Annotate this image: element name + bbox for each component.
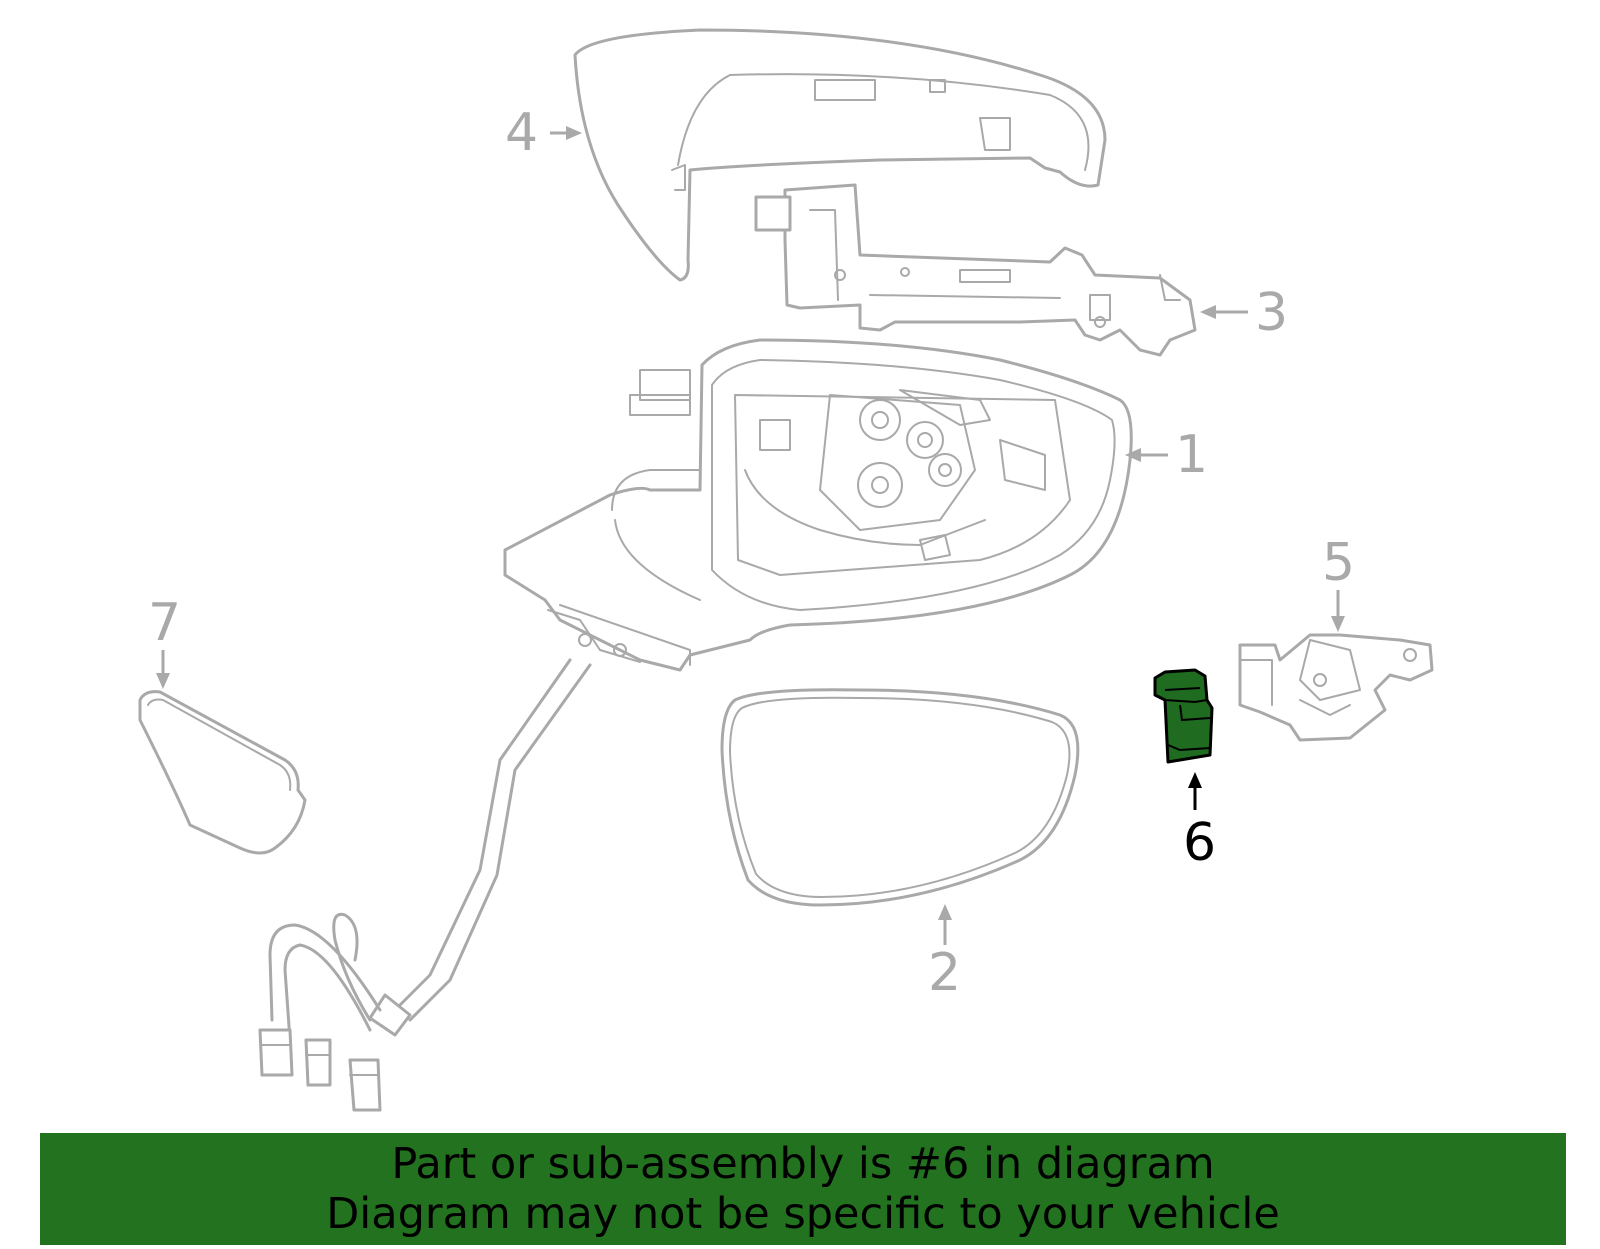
part-3-bracket xyxy=(754,183,1197,357)
info-banner: Part or sub-assembly is #6 in diagram Di… xyxy=(40,1133,1566,1245)
part-4-mirror-cover xyxy=(573,28,1107,282)
part-7-cover xyxy=(138,690,307,855)
callout-label-6: 6 xyxy=(1183,813,1216,873)
callout-label-7: 7 xyxy=(148,593,181,653)
callout-label-1: 1 xyxy=(1175,425,1208,485)
part-6-highlighted xyxy=(1153,668,1214,764)
callout-2: 2 xyxy=(928,904,961,1003)
part-1-mirror-housing xyxy=(503,338,1133,672)
callout-label-4: 4 xyxy=(505,103,538,163)
banner-line-1: Part or sub-assembly is #6 in diagram xyxy=(391,1139,1215,1189)
callout-label-5: 5 xyxy=(1322,533,1355,593)
callout-1: 1 xyxy=(1125,425,1208,485)
part-2-mirror-glass xyxy=(720,688,1080,907)
banner-line-2: Diagram may not be specific to your vehi… xyxy=(326,1189,1280,1239)
callout-4: 4 xyxy=(505,103,582,163)
callout-5: 5 xyxy=(1322,533,1355,632)
callout-label-3: 3 xyxy=(1255,283,1288,343)
callout-6: 6 xyxy=(1183,772,1216,873)
part-5-clip xyxy=(1238,633,1434,742)
callout-7: 7 xyxy=(148,593,181,689)
callout-3: 3 xyxy=(1200,283,1288,343)
callout-label-2: 2 xyxy=(928,943,961,1003)
wire-harness xyxy=(258,658,592,1112)
